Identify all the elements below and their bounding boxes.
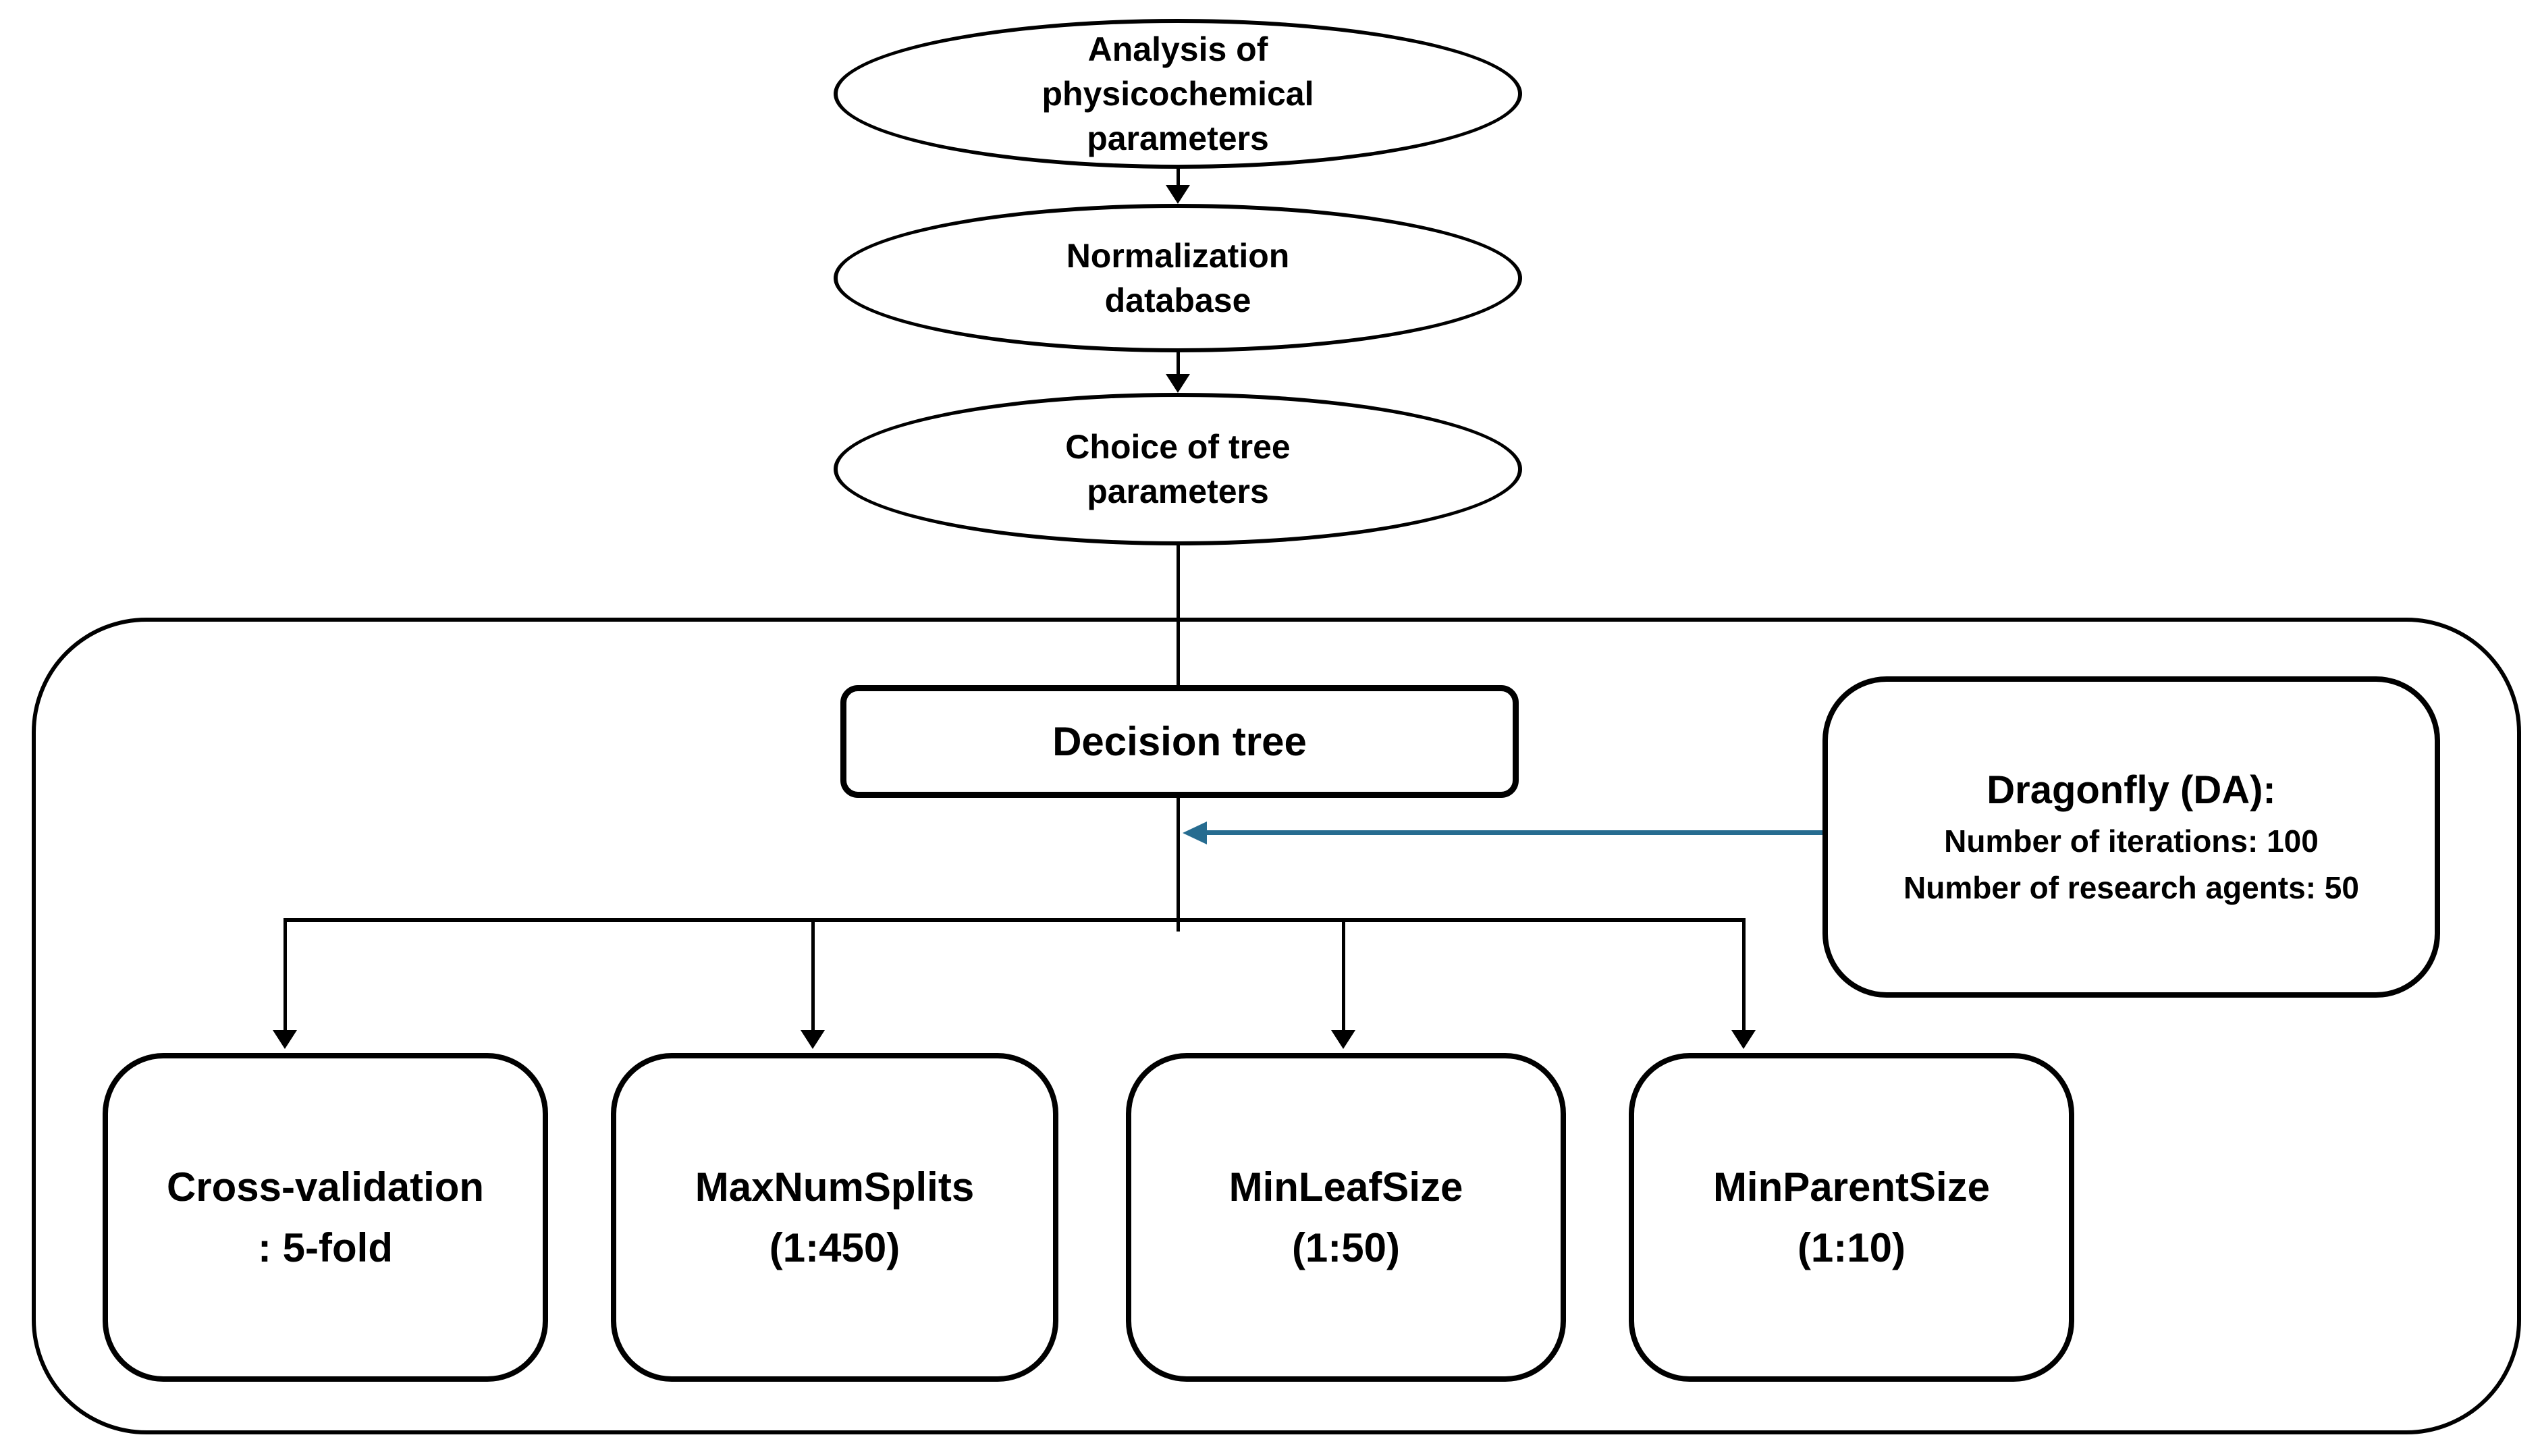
dragonfly-agents: Number of research agents: 50 [1903,869,2359,905]
ellipse-analysis: Analysis of physicochemical parameters [834,19,1522,169]
leaf-cross-validation: Cross-validation : 5-fold [103,1053,548,1382]
arrow-left-icon [1183,821,1207,844]
decision-tree-box: Decision tree [840,685,1519,798]
leaf-minleafsize: MinLeafSize (1:50) [1126,1053,1566,1382]
ellipse-normalization-label: Normalization database [1066,237,1290,319]
ellipse-normalization: Normalization database [834,204,1522,352]
arrow-down-icon [1166,185,1190,204]
decision-stem-line [1177,798,1180,932]
arrow-down-icon [1166,374,1190,393]
arrow-down-icon [1331,1030,1355,1049]
connector-line-3 [1177,544,1180,686]
drop-line-3 [1342,918,1345,1031]
dragonfly-title: Dragonfly (DA): [1987,768,2276,813]
branch-line [283,918,1746,922]
leaf-maxnumsplits-label: MaxNumSplits (1:450) [695,1164,975,1270]
leaf-minparentsize-label: MinParentSize (1:10) [1712,1164,1991,1270]
drop-line-1 [283,918,287,1031]
drop-line-4 [1742,918,1746,1031]
dragonfly-arrow-line [1206,830,1822,835]
leaf-maxnumsplits: MaxNumSplits (1:450) [611,1053,1058,1382]
drop-line-2 [811,918,815,1031]
connector-line-2 [1177,352,1180,375]
dragonfly-box: Dragonfly (DA): Number of iterations: 10… [1822,676,2440,998]
ellipse-analysis-label: Analysis of physicochemical parameters [1042,30,1314,157]
leaf-minleafsize-label: MinLeafSize (1:50) [1228,1164,1463,1270]
decision-tree-label: Decision tree [1052,719,1307,764]
connector-line-1 [1177,167,1180,188]
leaf-minparentsize: MinParentSize (1:10) [1629,1053,2074,1382]
arrow-down-icon [1731,1030,1756,1049]
ellipse-choice-label: Choice of tree parameters [1065,428,1291,510]
arrow-down-icon [273,1030,297,1049]
parameters-group-container [32,618,2521,1434]
leaf-cross-validation-label: Cross-validation : 5-fold [166,1164,485,1270]
dragonfly-iterations: Number of iterations: 100 [1944,823,2319,859]
arrow-down-icon [801,1030,825,1049]
ellipse-choice: Choice of tree parameters [834,393,1522,545]
